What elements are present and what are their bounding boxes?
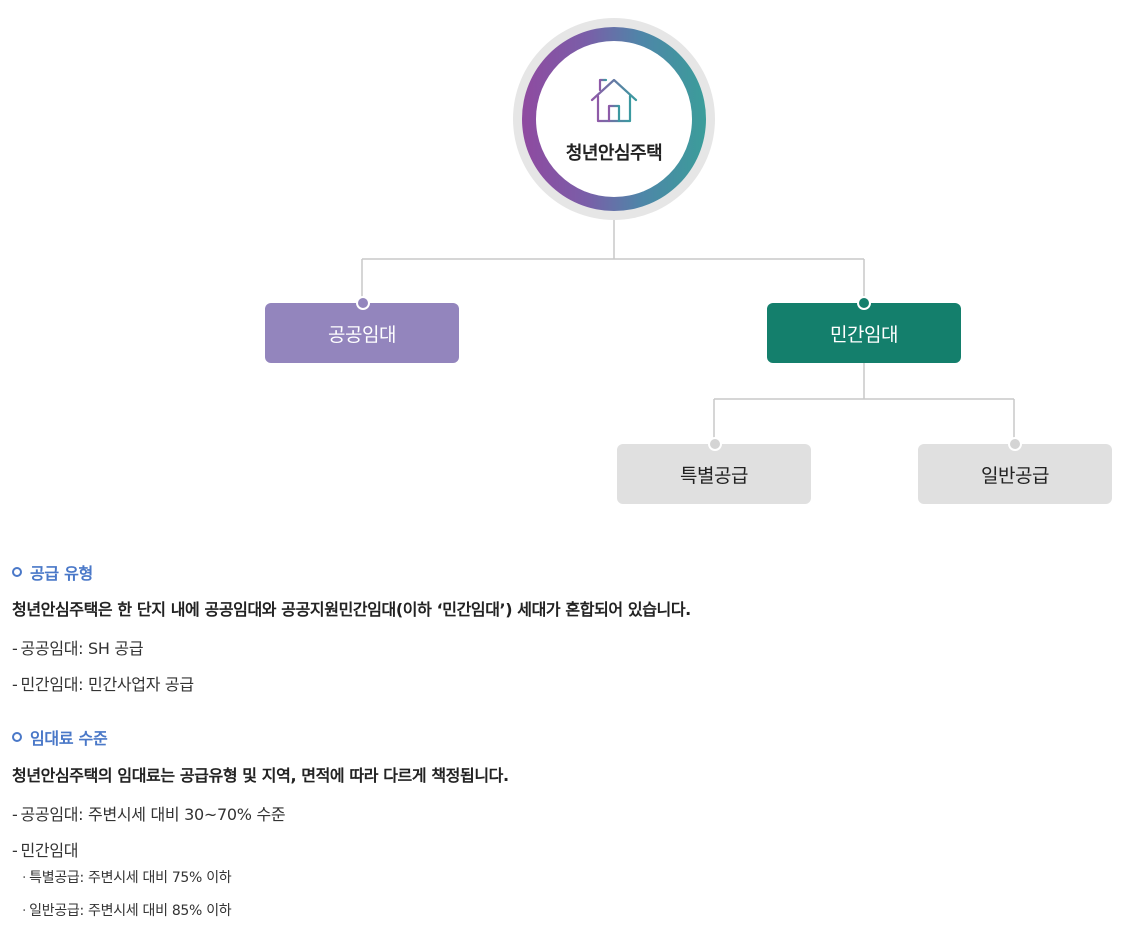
supply-type-heading-text: 공급 유형 <box>30 564 93 583</box>
root-node-label: 청년안심주택 <box>565 143 663 164</box>
ring-bullet-icon <box>12 732 22 742</box>
node-general-supply-label: 일반공급 <box>981 464 1049 487</box>
supply-type-heading: 공급 유형 <box>12 560 93 584</box>
node-special-supply-label: 특별공급 <box>680 464 748 487</box>
connector-dot-special <box>708 437 722 451</box>
supply-item-private-text: 민간임대: 민간사업자 공급 <box>20 675 194 694</box>
node-public-rental-label: 공공임대 <box>328 323 396 346</box>
hierarchy-diagram: 청년안심주택 공공임대 민간임대 특별공급 일반공급 <box>265 18 1112 504</box>
node-private-rental: 민간임대 <box>767 303 961 363</box>
supply-item-private: -민간임대: 민간사업자 공급 <box>12 675 194 694</box>
rent-subitem-special: ·특별공급: 주변시세 대비 75% 이하 <box>22 870 232 886</box>
node-general-supply: 일반공급 <box>918 444 1112 504</box>
rent-subitem-general-text: 일반공급: 주변시세 대비 85% 이하 <box>29 903 232 919</box>
rent-level-heading: 임대료 수준 <box>12 725 108 749</box>
node-special-supply: 특별공급 <box>617 444 811 504</box>
rent-subitem-special-text: 특별공급: 주변시세 대비 75% 이하 <box>29 870 232 886</box>
connector-dot-public <box>356 296 370 310</box>
connector-dot-general <box>1008 437 1022 451</box>
rent-item-public-text: 공공임대: 주변시세 대비 30~70% 수준 <box>20 805 286 824</box>
node-private-rental-label: 민간임대 <box>830 323 898 346</box>
supply-item-public: -공공임대: SH 공급 <box>12 639 144 658</box>
house-icon <box>590 78 638 123</box>
node-public-rental: 공공임대 <box>265 303 459 363</box>
supply-item-public-text: 공공임대: SH 공급 <box>20 639 144 658</box>
rent-item-public: -공공임대: 주변시세 대비 30~70% 수준 <box>12 805 286 824</box>
rent-level-lead: 청년안심주택의 임대료는 공급유형 및 지역, 면적에 따라 다르게 책정됩니다… <box>12 766 509 785</box>
root-node <box>536 41 692 197</box>
supply-type-lead: 청년안심주택은 한 단지 내에 공공임대와 공공지원민간임대(이하 ‘민간임대’… <box>12 600 691 619</box>
ring-bullet-icon <box>12 567 22 577</box>
rent-subitem-general: ·일반공급: 주변시세 대비 85% 이하 <box>22 903 232 919</box>
connector-dot-private <box>857 296 871 310</box>
rent-level-heading-text: 임대료 수준 <box>30 729 108 748</box>
rent-item-private-text: 민간임대 <box>20 841 79 860</box>
connector-lines <box>361 220 1015 443</box>
rent-item-private: -민간임대 <box>12 841 79 860</box>
